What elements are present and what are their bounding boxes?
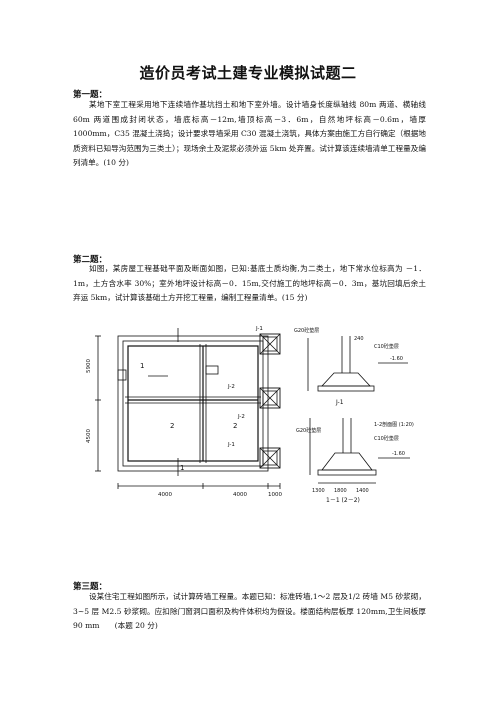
section-2-mark: 2 — [170, 422, 174, 430]
j1b-label: J-1 — [227, 442, 235, 448]
g20b-label: G20砼垫层 — [296, 427, 321, 434]
dim-1800: 1800 — [334, 488, 347, 494]
foundation-drawing: J-1 J-2 J-1 J-2 1 1 2 2 4000 4000 1000 5… — [86, 326, 414, 504]
j1-label: J-1 — [255, 326, 263, 332]
c10-label: C10砼垫层 — [374, 343, 399, 350]
question-2-heading: 第二题： — [73, 255, 108, 265]
dim-4000b: 4000 — [233, 492, 247, 498]
section-j1 — [307, 336, 408, 392]
page-title: 造价员考试土建专业模拟试题二 — [139, 64, 357, 82]
section-title: 1－1 (2－2) — [326, 497, 360, 504]
j2b-label: J-2 — [237, 414, 245, 420]
dim-4000a: 4000 — [158, 492, 172, 498]
section-2b-mark: 2 — [233, 422, 237, 430]
elev2-label: -1.60 — [392, 451, 405, 457]
j2-label: J-2 — [227, 384, 235, 390]
question-1-heading: 第一题： — [73, 90, 108, 100]
question-3-heading: 第三题： — [73, 582, 108, 592]
j1-section-title: J-1 — [335, 399, 344, 406]
dim-5900: 5900 — [86, 359, 92, 373]
dim-1400: 1400 — [356, 488, 369, 494]
section-1b-mark: 1 — [180, 464, 184, 472]
section-1-1 — [309, 418, 410, 484]
section-1-mark: 1 — [140, 362, 144, 370]
dim-1300: 1300 — [312, 488, 325, 494]
mid-label: 1-2剖面图 (1:20) — [374, 421, 414, 428]
question-2-text: 如图，某房屋工程基础平面及断面如图，已知:基底土质均衡,为二类土，地下常水位标高… — [73, 264, 426, 302]
question-3-text: 设某住宅工程如图所示，试计算砖墙工程量。本题已知：标准砖墙,1～2 层及1/2 … — [73, 592, 426, 630]
dim-1000: 1000 — [268, 492, 282, 498]
elev-label: -1.60 — [390, 356, 403, 362]
dim-240: 240 — [354, 336, 364, 342]
c10b-label: C10砼垫层 — [374, 435, 399, 442]
question-1-text: 某地下室工程采用地下连续墙作基坑挡土和地下室外墙。设计墙身长度纵轴线 80m 两… — [73, 100, 426, 167]
dim-4500: 4500 — [86, 429, 92, 443]
g20-label: G20砼垫层 — [294, 327, 319, 334]
foundation-plan — [95, 328, 281, 489]
